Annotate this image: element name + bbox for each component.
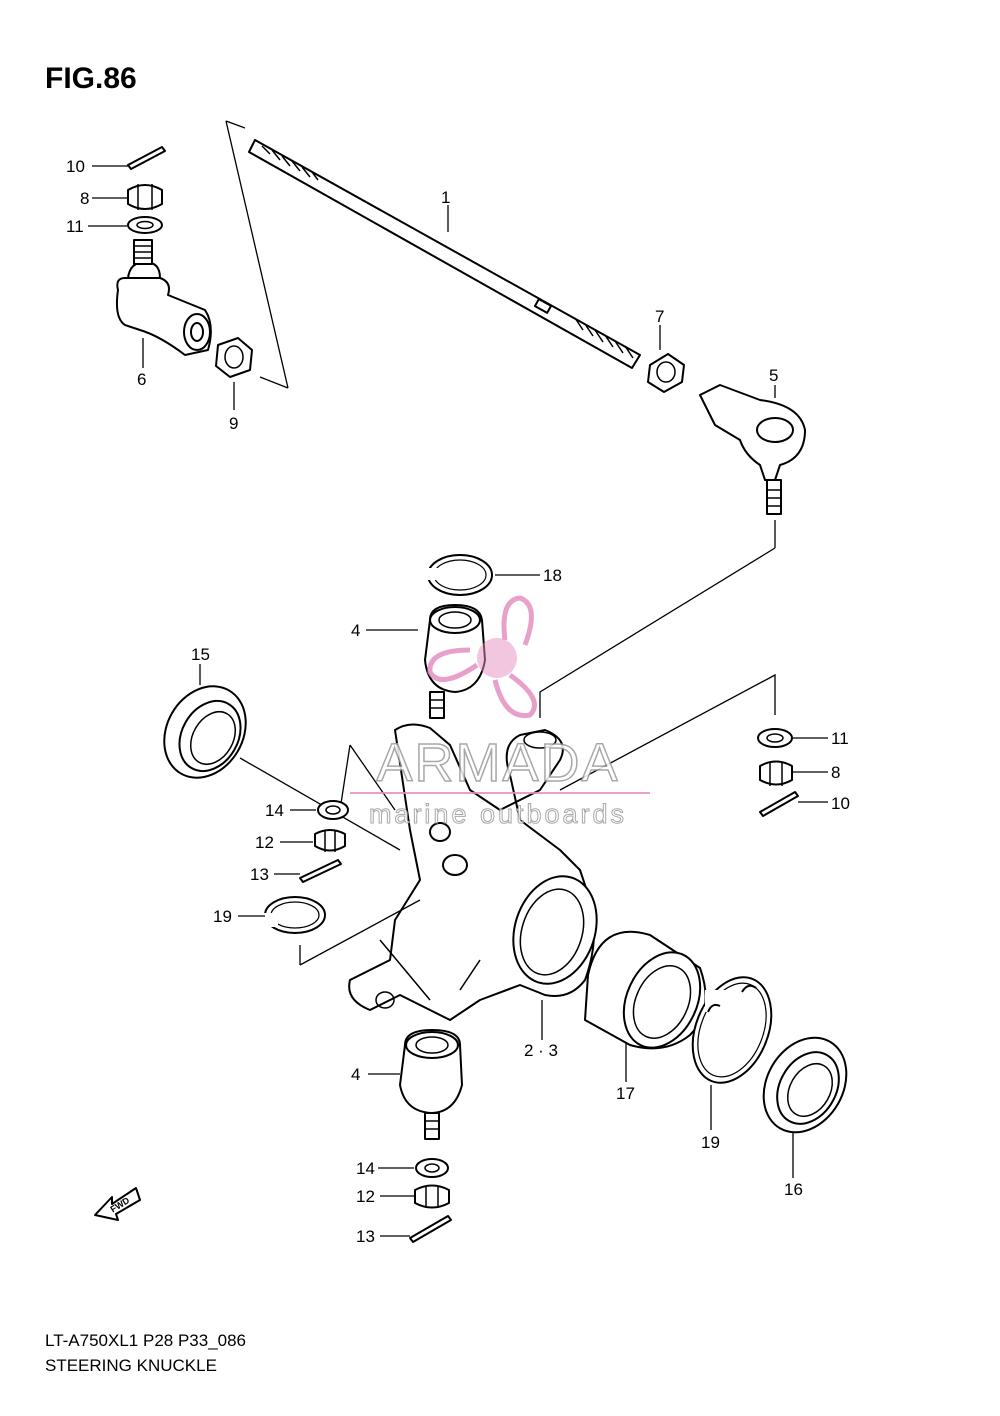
propeller-logo [427, 595, 537, 719]
drawing-code: LT-A750XL1 P28 P33_086 [45, 1331, 247, 1350]
callout-2-3: 2 · 3 [524, 1041, 558, 1060]
nut-9 [215, 337, 253, 378]
armada-watermark: ARMADA marine outboards [350, 595, 650, 830]
callout-13-lower: 13 [356, 1227, 375, 1246]
watermark-brand: ARMADA [376, 733, 619, 793]
oil-seal-15 [163, 685, 247, 779]
oil-seal-16 [762, 1036, 848, 1134]
cotter-pin-13-upper [299, 859, 342, 883]
callout-19-left: 19 [213, 907, 232, 926]
callout-8-left: 8 [80, 189, 89, 208]
cotter-pin-10-left [127, 146, 166, 170]
castle-nut-12-upper [314, 829, 346, 852]
tie-rod-end-right [699, 384, 806, 515]
callout-17: 17 [616, 1084, 635, 1103]
cotter-pin-10-right [759, 791, 799, 817]
castle-nut-8-left [127, 184, 163, 210]
steering-knuckle [348, 723, 598, 1021]
castle-nut-8-right [759, 760, 793, 786]
callout-16: 16 [784, 1180, 803, 1199]
washer-14-upper [317, 800, 349, 820]
wheel-bearing-17 [584, 930, 707, 1050]
washer-11-right [757, 728, 793, 748]
nut-7 [647, 353, 685, 393]
cotter-pin-13-lower [409, 1215, 452, 1243]
circlip-19-left [262, 896, 326, 934]
callout-8-right: 8 [831, 763, 840, 782]
callout-9: 9 [229, 414, 238, 433]
forward-arrow: FWD [94, 1187, 141, 1221]
callout-7: 7 [655, 307, 664, 326]
washer-11-left [127, 216, 163, 234]
callout-13-upper: 13 [250, 865, 269, 884]
circlip-18 [426, 554, 493, 596]
callout-14-upper: 14 [265, 801, 284, 820]
callout-14-lower: 14 [356, 1159, 375, 1178]
drawing-name: STEERING KNUCKLE [45, 1356, 217, 1375]
callout-5: 5 [769, 366, 778, 385]
figure-title: FIG.86 [45, 62, 137, 95]
callout-10-right: 10 [831, 794, 850, 813]
callout-12-upper: 12 [255, 833, 274, 852]
callout-12-lower: 12 [356, 1187, 375, 1206]
tie-rod-end-left [115, 239, 212, 356]
callout-labels: 1 7 5 10 8 11 6 9 18 4 15 11 8 10 14 12 … [66, 157, 850, 1246]
callout-11-left: 11 [66, 217, 84, 236]
washer-14-lower [415, 1158, 449, 1178]
ball-joint-lower [399, 1029, 463, 1140]
callout-19-right: 19 [701, 1133, 720, 1152]
leader-lines [88, 165, 828, 1237]
watermark-tagline: marine outboards [369, 799, 627, 829]
circlip-19-right [691, 976, 773, 1084]
callout-4-upper: 4 [351, 621, 360, 640]
callout-10-left: 10 [66, 157, 85, 176]
tie-rod [248, 139, 641, 369]
callout-4-lower: 4 [351, 1065, 360, 1084]
callout-15: 15 [191, 645, 210, 664]
callout-11-right: 11 [831, 729, 849, 748]
callout-6: 6 [137, 370, 146, 389]
callout-1: 1 [441, 188, 450, 207]
castle-nut-12-lower [414, 1184, 450, 1209]
callout-18: 18 [543, 566, 562, 585]
